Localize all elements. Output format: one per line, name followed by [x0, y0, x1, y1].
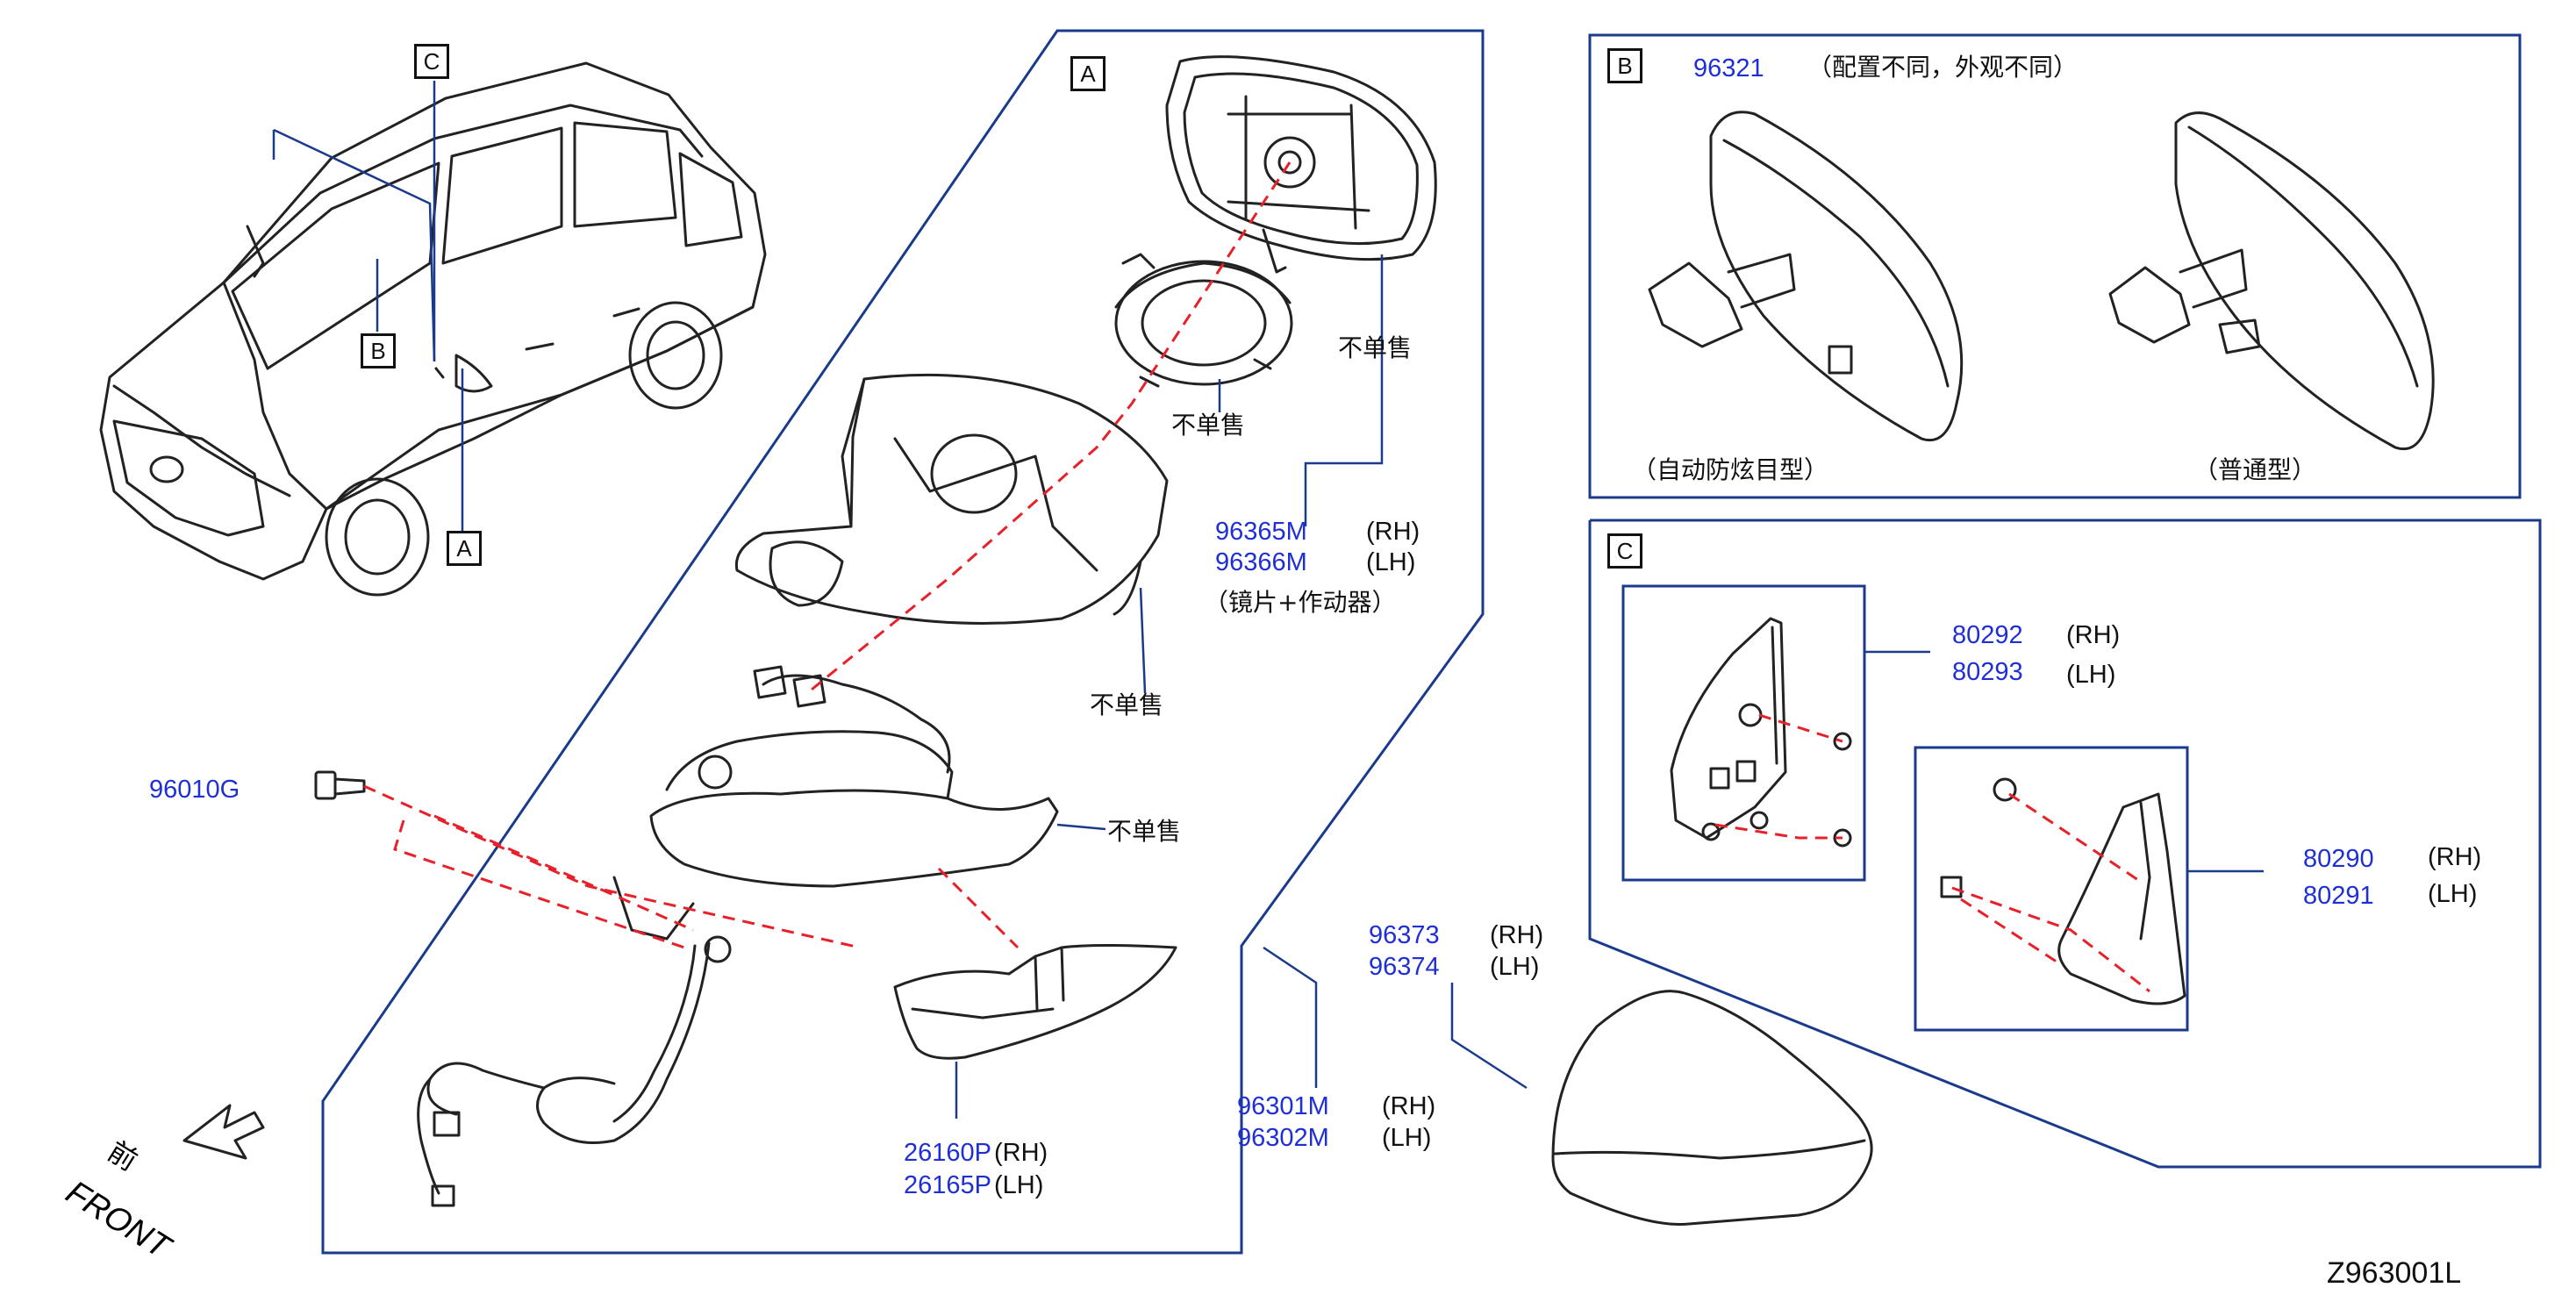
- standard-variant-label: （普通型）: [2193, 455, 2317, 484]
- callout-c-leader-2: [273, 128, 436, 362]
- part-number-96010g: 96010G: [149, 776, 240, 804]
- section-c-inner-lower: [1914, 746, 2189, 1032]
- lh-label-finisher-lower: (LH): [2428, 880, 2478, 908]
- rh-label-finisher-lower: (RH): [2428, 843, 2482, 871]
- not-sold-label-housing: 不单售: [1090, 690, 1164, 719]
- assembly-dashed-lines-a: [363, 161, 1292, 949]
- part-number-80290: 80290: [2303, 845, 2374, 873]
- rh-label-glass: (RH): [1366, 518, 1420, 546]
- part-number-96365m: 96365M: [1215, 518, 1307, 546]
- mirror-base-drawing: [612, 665, 1059, 941]
- part-number-80291: 80291: [2303, 882, 2374, 910]
- leader-lines-c: [1864, 650, 2264, 873]
- part-number-96302m: 96302M: [1237, 1124, 1329, 1152]
- front-arrow-icon: [182, 1104, 265, 1160]
- section-b-note: （配置不同，外观不同）: [1807, 53, 2079, 82]
- auto-dimming-mirror-drawing: [1648, 111, 1964, 441]
- assembly-dashed-lines-c: [1714, 713, 2150, 993]
- diagram-code: Z963001L: [2327, 1256, 2462, 1290]
- callout-b-box: B: [361, 333, 396, 368]
- lh-label-cover: (LH): [1490, 953, 1540, 981]
- rh-label-cover: (RH): [1490, 921, 1544, 949]
- part-number-96373: 96373: [1369, 921, 1440, 949]
- not-sold-label-base: 不单售: [1107, 817, 1182, 846]
- section-b-label: B: [1607, 48, 1642, 83]
- wire-harness-drawing: [417, 935, 732, 1207]
- part-number-80292: 80292: [1952, 621, 2023, 649]
- lh-label-finisher-upper: (LH): [2066, 661, 2116, 689]
- section-c-label: C: [1607, 533, 1642, 569]
- standard-mirror-drawing: [2108, 111, 2435, 450]
- part-number-80293: 80293: [1952, 658, 2023, 686]
- section-c-inner-upper: [1621, 584, 1866, 882]
- lh-label-lamp: (LH): [994, 1171, 1044, 1199]
- bolt-drawing: [314, 770, 366, 800]
- section-a-frame: [321, 29, 1485, 1255]
- auto-dimming-variant-label: （自动防炫目型）: [1632, 455, 1829, 484]
- part-number-96301m: 96301M: [1237, 1092, 1329, 1120]
- section-c-frame: [1588, 519, 2542, 1169]
- part-number-26160p: 26160P: [904, 1139, 991, 1167]
- part-number-26165p: 26165P: [904, 1171, 991, 1199]
- mirror-glass-drawing: [1165, 55, 1437, 274]
- callout-a-box: A: [447, 531, 482, 566]
- leader-lines-a: [955, 254, 1528, 1119]
- mirror-housing-drawing: [734, 373, 1169, 625]
- rh-label-assembly: (RH): [1382, 1092, 1436, 1120]
- mirror-cover-drawing: [1551, 990, 1873, 1227]
- glass-actuator-note: （镜片+作动器）: [1204, 588, 1397, 617]
- rh-label-finisher-upper: (RH): [2066, 621, 2121, 649]
- rh-label-lamp: (RH): [994, 1139, 1048, 1167]
- turn-lamp-drawing: [893, 944, 1177, 1060]
- not-sold-label-glass: 不单售: [1338, 333, 1413, 362]
- part-number-96321: 96321: [1693, 54, 1764, 82]
- lh-label-assembly: (LH): [1382, 1124, 1432, 1152]
- section-b-frame: [1588, 33, 2522, 499]
- lh-label-glass: (LH): [1366, 548, 1416, 576]
- not-sold-label-actuator: 不单售: [1171, 411, 1246, 440]
- actuator-drawing: [1114, 253, 1293, 388]
- part-number-96374: 96374: [1369, 953, 1440, 981]
- finisher-lower-drawing: [1940, 777, 2186, 1005]
- section-a-label: A: [1070, 56, 1106, 91]
- part-number-96366m: 96366M: [1215, 548, 1307, 576]
- callout-c-box: C: [414, 44, 449, 79]
- finisher-upper-drawing: [1670, 617, 1852, 848]
